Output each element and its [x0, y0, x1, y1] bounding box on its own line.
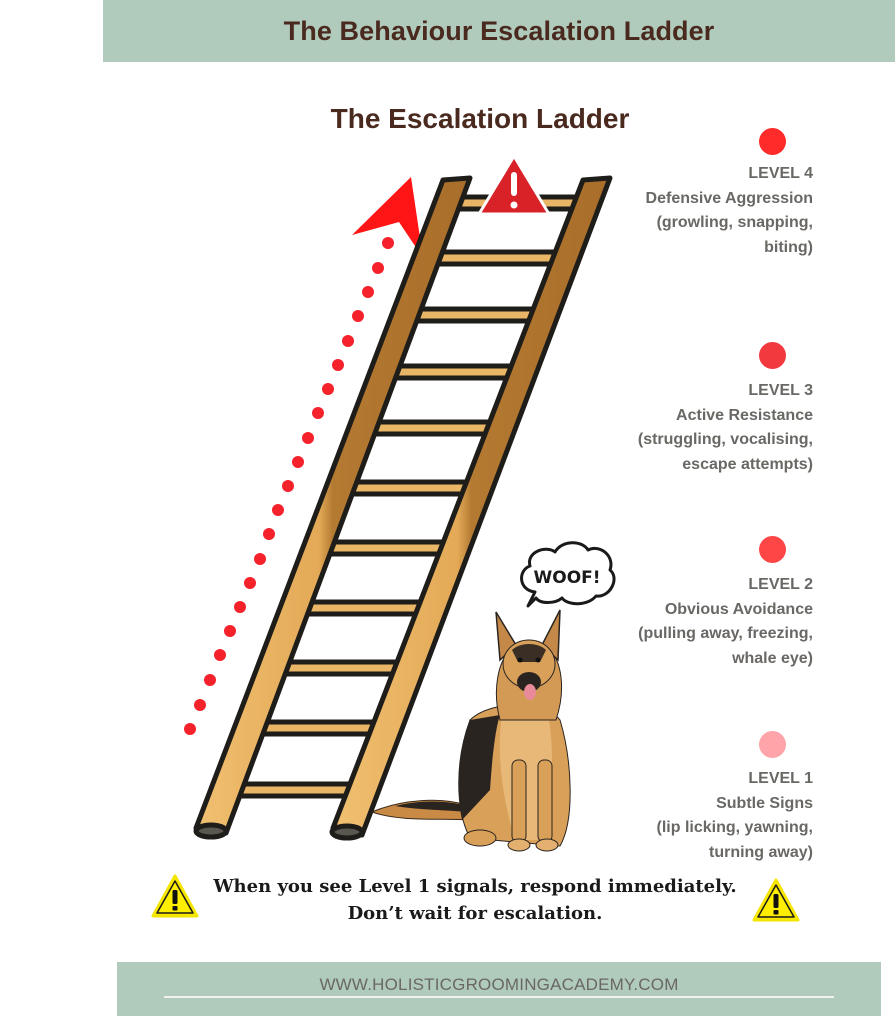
svg-text:WOOF!: WOOF! [533, 568, 600, 588]
warning-triangle-icon [752, 878, 800, 922]
website-link[interactable]: WWW.HOLISTICGROOMINGACADEMY.COM [319, 975, 679, 994]
level-4-item: LEVEL 4 Defensive Aggression (growling, … [553, 128, 813, 260]
german-shepherd-illustration [370, 609, 571, 852]
level-4-desc: (growling, snapping, [656, 214, 813, 231]
level-4-desc-cont: biting) [764, 238, 813, 256]
level-1-desc: (lip licking, yawning, [656, 819, 813, 836]
escalation-arrow-icon [184, 177, 423, 735]
tip-line-1: When you see Level 1 signals, respond im… [213, 876, 737, 897]
level-2-item: LEVEL 2 Obvious Avoidance (pulling away,… [553, 536, 813, 671]
level-2-desc-cont: whale eye) [732, 649, 813, 667]
level-2-label: LEVEL 2 [748, 576, 813, 593]
page-title: The Behaviour Escalation Ladder [283, 15, 715, 46]
level-3-desc-cont: escape attempts) [682, 455, 813, 473]
level-2-desc: (pulling away, freezing, [638, 625, 813, 642]
alert-triangle-icon [477, 154, 551, 216]
level-3-item: LEVEL 3 Active Resistance (struggling, v… [553, 342, 813, 477]
level-4-label: LEVEL 4 [748, 165, 813, 182]
footer-banner: WWW.HOLISTICGROOMINGACADEMY.COM [117, 962, 881, 1016]
warning-triangle-icon [151, 874, 199, 918]
level-3-name: Active Resistance [676, 406, 813, 424]
speech-bubble-icon: WOOF! [520, 541, 616, 608]
level-4-indicator-dot [759, 128, 786, 155]
level-1-desc-cont: turning away) [708, 843, 813, 861]
level-3-desc: (struggling, vocalising, [637, 431, 813, 448]
level-1-label: LEVEL 1 [748, 770, 813, 787]
tip-message: When you see Level 1 signals, respond im… [200, 873, 750, 927]
level-2-name: Obvious Avoidance [664, 600, 813, 618]
level-1-indicator-dot [759, 731, 786, 758]
level-1-name: Subtle Signs [716, 794, 813, 812]
level-2-indicator-dot [759, 536, 786, 563]
header-banner: The Behaviour Escalation Ladder [103, 0, 895, 62]
level-3-indicator-dot [759, 342, 786, 369]
section-title: The Escalation Ladder [330, 103, 630, 134]
footer-divider [164, 996, 834, 998]
level-3-label: LEVEL 3 [748, 382, 813, 399]
tip-line-2: Don’t wait for escalation. [347, 903, 603, 924]
level-1-item: LEVEL 1 Subtle Signs (lip licking, yawni… [553, 731, 813, 865]
level-4-name: Defensive Aggression [645, 189, 813, 207]
